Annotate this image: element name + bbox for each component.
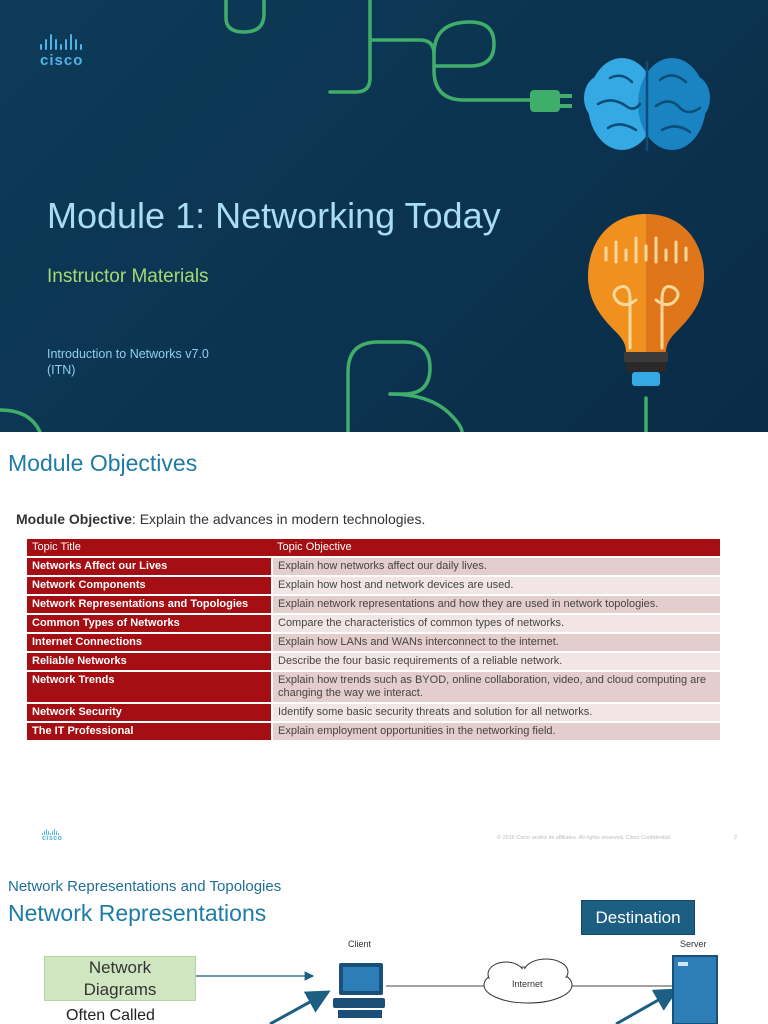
course-info: Introduction to Networks v7.0 (ITN) bbox=[47, 346, 209, 378]
slide-title: Module 1: Networking Today bbox=[47, 195, 501, 236]
network-diagrams-box: Network Diagrams bbox=[44, 956, 196, 1001]
topic-objective: Explain how host and network devices are… bbox=[272, 576, 720, 596]
cloud-icon bbox=[483, 958, 573, 1004]
network-diagram bbox=[195, 955, 718, 1024]
topic-objective: Explain how networks affect our daily li… bbox=[272, 557, 720, 577]
plug-icon bbox=[530, 90, 572, 112]
topic-title: Network Components bbox=[27, 576, 273, 596]
footer-cisco-logo: cisco bbox=[42, 829, 62, 842]
slide-title: Network Representations bbox=[8, 900, 267, 926]
cisco-logo: cisco bbox=[40, 34, 110, 74]
computer-icon bbox=[333, 963, 385, 1018]
objectives-slide: Module Objectives Module Objective: Expl… bbox=[0, 432, 768, 850]
objectives-table: Topic Title Topic Objective Networks Aff… bbox=[27, 539, 720, 742]
section-kicker: Network Representations and Topologies bbox=[8, 878, 282, 895]
page-number: 2 bbox=[734, 835, 738, 841]
table-header-row: Topic Title Topic Objective bbox=[27, 539, 720, 558]
column-header: Topic Title bbox=[27, 539, 272, 558]
topic-objective: Compare the characteristics of common ty… bbox=[272, 614, 720, 634]
topic-objective: Identify some basic security threats and… bbox=[272, 703, 720, 723]
column-header: Topic Objective bbox=[272, 539, 720, 558]
topic-objective: Explain network representations and how … bbox=[272, 595, 720, 615]
topic-objective: Describe the four basic requirements of … bbox=[272, 652, 720, 672]
topic-title: Reliable Networks bbox=[27, 652, 273, 672]
slide-subtitle: Instructor Materials bbox=[47, 266, 209, 287]
network-representations-slide: Network Representations and Topologies N… bbox=[0, 850, 768, 1024]
topic-title: The IT Professional bbox=[27, 722, 273, 742]
module-objective: Module Objective: Explain the advances i… bbox=[16, 511, 425, 527]
topic-title: Internet Connections bbox=[27, 633, 273, 653]
destination-label: Destination bbox=[581, 900, 695, 935]
topic-title: Network Representations and Topologies bbox=[27, 595, 273, 615]
topic-objective: Explain employment opportunities in the … bbox=[272, 722, 720, 742]
internet-label: Internet bbox=[512, 979, 543, 989]
server-icon bbox=[672, 955, 718, 1024]
topic-objective: Explain how trends such as BYOD, online … bbox=[272, 671, 720, 704]
topic-title: Common Types of Networks bbox=[27, 614, 273, 634]
brain-icon bbox=[584, 58, 710, 152]
title-slide: cisco Module 1: Networking Today Instruc… bbox=[0, 0, 768, 432]
slide-title: Module Objectives bbox=[8, 450, 198, 476]
topic-objective: Explain how LANs and WANs interconnect t… bbox=[272, 633, 720, 653]
client-label: Client bbox=[348, 939, 372, 949]
server-label: Server bbox=[680, 939, 707, 949]
course-line-2: (ITN) bbox=[47, 363, 76, 377]
topic-title: Networks Affect our Lives bbox=[27, 557, 273, 577]
lightbulb-icon bbox=[588, 214, 704, 386]
module-objective-text: : Explain the advances in modern technol… bbox=[131, 511, 426, 527]
copyright-text: © 2016 Cisco and/or its affiliates. All … bbox=[497, 835, 671, 841]
often-called-label: Often Called bbox=[66, 1007, 155, 1024]
course-line-1: Introduction to Networks v7.0 bbox=[47, 347, 209, 361]
topic-title: Network Trends bbox=[27, 671, 273, 704]
module-objective-label: Module Objective bbox=[16, 511, 132, 527]
circuit-decoration bbox=[0, 0, 710, 432]
network-diagrams-label: Network Diagrams bbox=[83, 958, 157, 999]
topic-title: Network Security bbox=[27, 703, 273, 723]
